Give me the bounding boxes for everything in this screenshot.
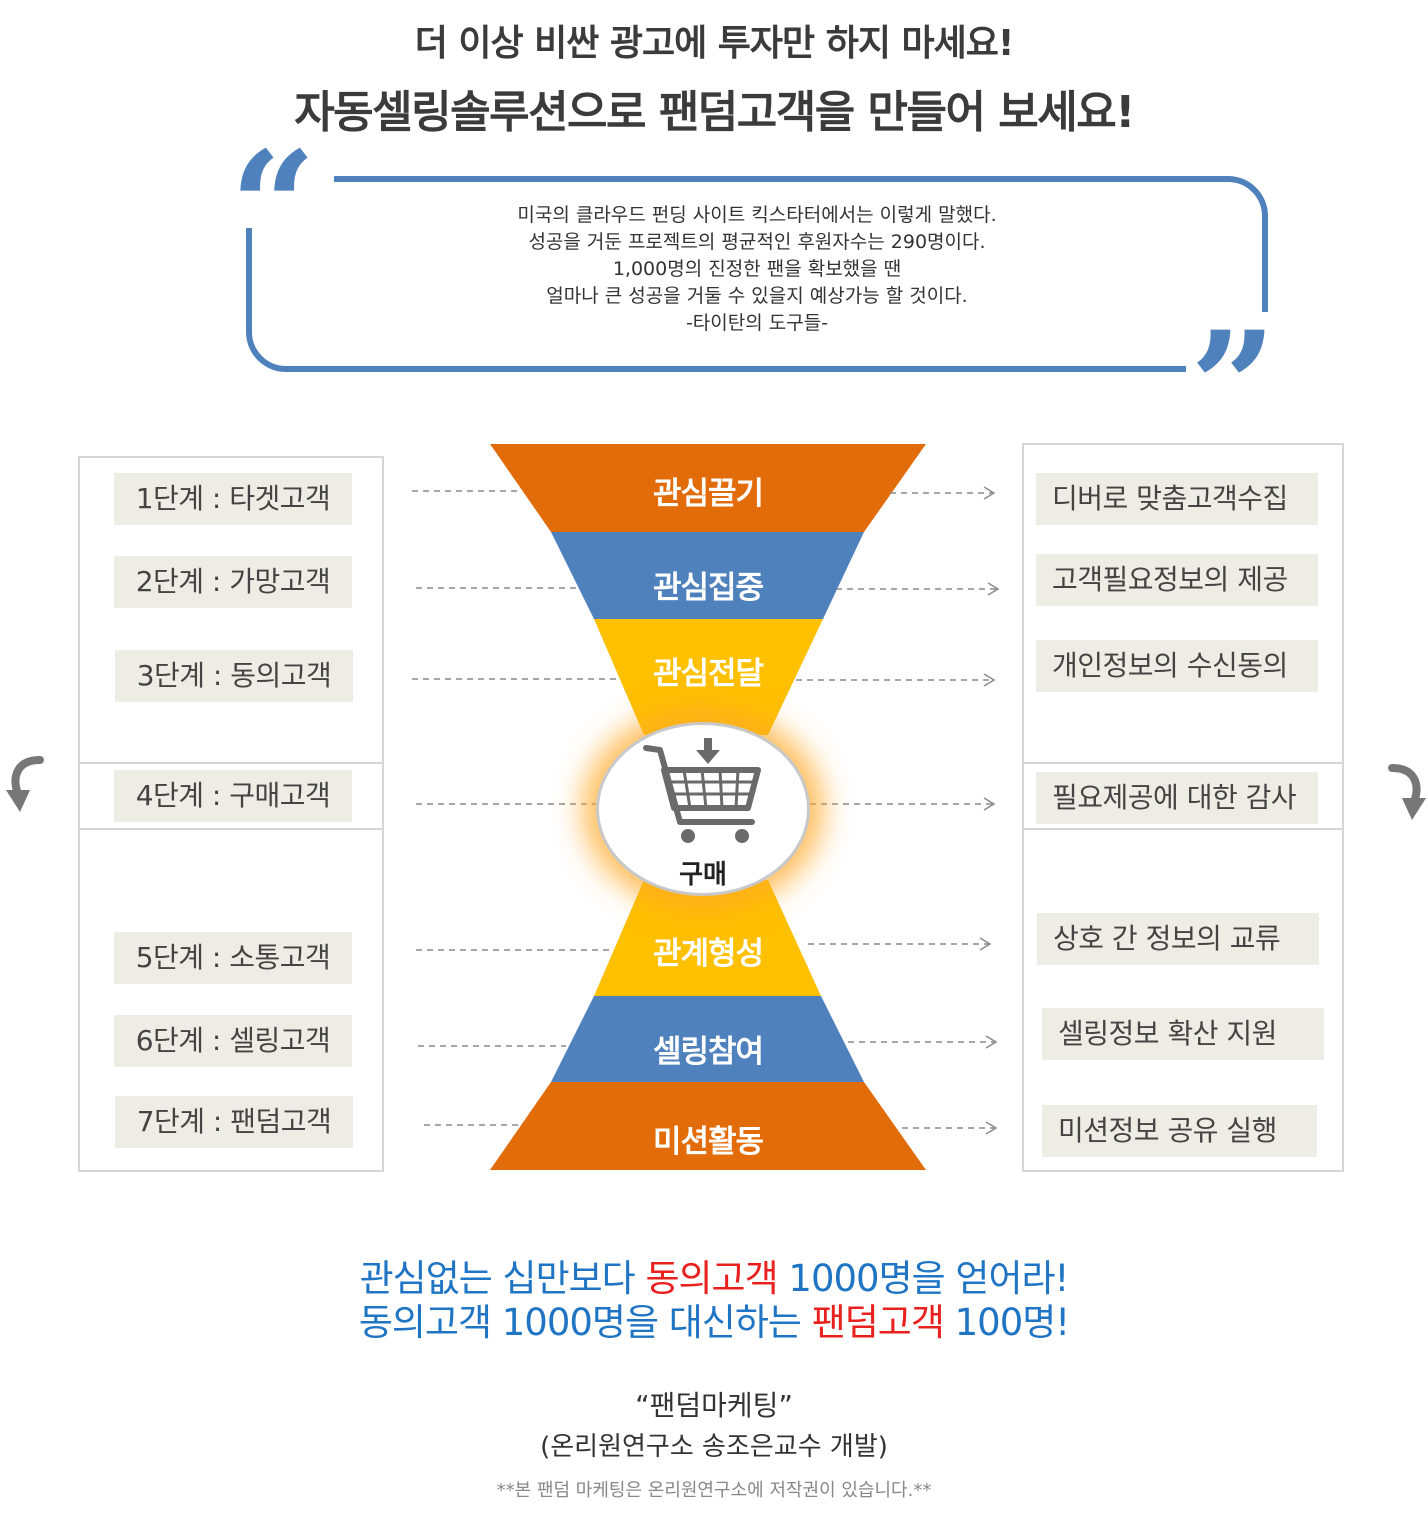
arrowhead-right-1 <box>983 486 996 500</box>
curved-arrow-right-icon <box>1388 764 1426 820</box>
arrowhead-right-2 <box>987 582 1000 596</box>
funnel-label-2: 관심집중 <box>652 570 764 606</box>
action-label-2: 고객필요정보의 제공 <box>1036 554 1318 606</box>
slogan-line1: 관심없는 십만보다 동의고객 1000명을 얻어라! <box>0 1248 1428 1302</box>
action-label-1: 디버로 맞춤고객수집 <box>1036 473 1318 525</box>
shopping-cart-icon <box>643 738 761 843</box>
funnel-segment-4 <box>594 880 821 996</box>
quote-line: 성공을 거둔 프로젝트의 평균적인 후원자수는 290명이다. <box>528 231 986 253</box>
brand-name: “팬덤마케팅” <box>635 1389 793 1422</box>
quote-line: 얼마나 큰 성공을 거둘 수 있을지 예상가능 할 것이다. <box>546 285 968 307</box>
headline-line1: 더 이상 비싼 광고에 투자만 하지 마세요! <box>414 23 1015 64</box>
arrowhead-right-4 <box>983 797 996 811</box>
slogan-text: 동의고객 1000명을 대신하는 <box>358 1301 812 1344</box>
arrowhead-right-6 <box>985 1035 998 1049</box>
curved-arrow-left-icon <box>6 756 44 812</box>
stage-label-4: 4단계 : 구매고객 <box>114 770 352 822</box>
funnel-segment-2 <box>551 532 864 619</box>
action-label-6: 셀링정보 확산 지원 <box>1042 1008 1324 1060</box>
stage-label-1: 1단계 : 타겟고객 <box>114 473 352 525</box>
quote-line: 1,000명의 진정한 팬을 확보했을 땐 <box>612 258 902 280</box>
quote-source: -타이탄의 도구들- <box>685 312 829 334</box>
funnel-label-5: 셀링참여 <box>652 1034 764 1070</box>
copyright-notice: **본 팬덤 마케팅은 온리원연구소에 저작권이 있습니다.** <box>496 1480 932 1501</box>
funnel-segment-3 <box>594 619 823 735</box>
funnel-label-4: 관계형성 <box>652 936 764 972</box>
stage-label-2: 2단계 : 가망고객 <box>114 556 352 608</box>
funnel-label-3: 관심전달 <box>652 656 764 692</box>
action-label-4: 필요제공에 대한 감사 <box>1036 772 1318 824</box>
arrowhead-right-5 <box>979 937 992 951</box>
stage-label-5: 5단계 : 소통고객 <box>114 932 352 984</box>
slogan-text: 100명! <box>943 1301 1071 1344</box>
funnel-label-1: 관심끌기 <box>652 476 764 512</box>
arrowhead-right-3 <box>983 673 996 687</box>
quote-box <box>246 176 1268 372</box>
funnel-segment-6 <box>490 1082 926 1170</box>
funnel-label-6: 미션활동 <box>652 1124 764 1160</box>
purchase-label: 구매 <box>679 860 727 890</box>
stage-label-7: 7단계 : 팬덤고객 <box>115 1096 353 1148</box>
action-label-7: 미션정보 공유 실행 <box>1042 1105 1317 1157</box>
stage-label-6: 6단계 : 셀링고객 <box>114 1015 352 1067</box>
close-quote-icon: ” <box>1186 312 1282 398</box>
quote-text: 미국의 클라우드 펀딩 사이트 킥스타터에서는 이렇게 말했다. 성공을 거둔 … <box>246 202 1268 337</box>
slogan-highlight: 팬덤고객 <box>811 1301 945 1344</box>
arrowhead-right-7 <box>985 1121 998 1135</box>
slogan-text: 1000명을 얻어라! <box>777 1257 1069 1300</box>
quote-line: 미국의 클라우드 펀딩 사이트 킥스타터에서는 이렇게 말했다. <box>517 204 997 226</box>
slogan-text: 관심없는 십만보다 <box>359 1257 646 1300</box>
headline-line2: 자동셀링솔루션으로 팬덤고객을 만들어 보세요! <box>294 87 1135 138</box>
slogan-highlight: 동의고객 <box>645 1257 778 1300</box>
action-label-3: 개인정보의 수신동의 <box>1036 640 1318 692</box>
funnel-segment-1 <box>490 444 926 532</box>
action-label-5: 상호 간 정보의 교류 <box>1037 913 1319 965</box>
stage-label-3: 3단계 : 동의고객 <box>115 650 353 702</box>
open-quote-icon: “ <box>226 132 334 228</box>
brand-subtitle: (온리원연구소 송조은교수 개발) <box>540 1432 888 1462</box>
funnel-segment-5 <box>551 996 864 1082</box>
slogan-line2: 동의고객 1000명을 대신하는 팬덤고객 100명! <box>0 1292 1428 1346</box>
